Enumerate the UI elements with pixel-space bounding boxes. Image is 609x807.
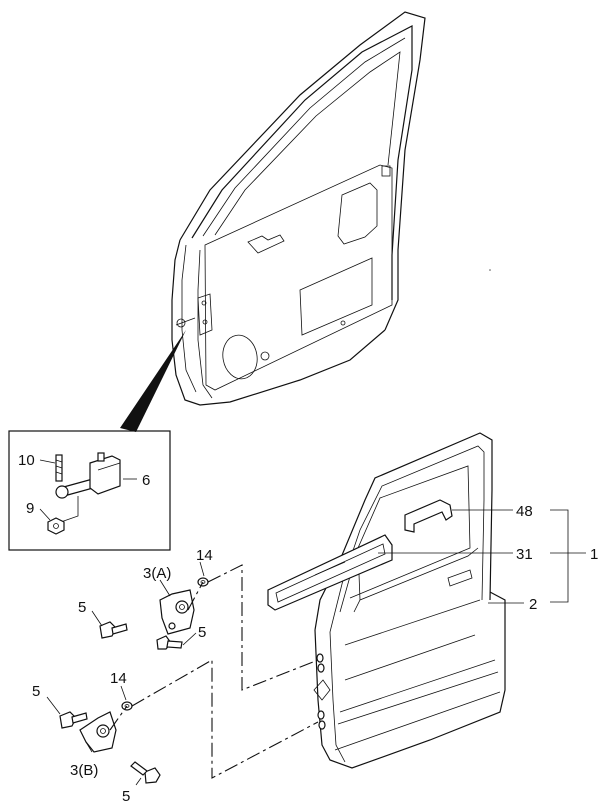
callout-10: 10 <box>18 452 35 469</box>
callouts: 48 31 1 2 3(A) 14 5 5 14 5 3(B) 5 <box>32 503 598 805</box>
callout-9: 9 <box>26 500 34 517</box>
callout-31: 31 <box>516 546 533 563</box>
callout-6: 6 <box>142 472 150 489</box>
callout-14-lower: 14 <box>110 670 127 687</box>
callout-5-bottom: 5 <box>122 788 130 805</box>
callout-5-upper-left: 5 <box>78 599 86 616</box>
callout-14-upper: 14 <box>196 547 213 564</box>
callout-3a: 3(A) <box>143 565 171 582</box>
detail-pointer <box>120 330 186 432</box>
callout-5-lower-left: 5 <box>32 683 40 700</box>
alignment-lines <box>109 564 319 779</box>
callout-48: 48 <box>516 503 533 520</box>
leader-lines <box>46 509 586 786</box>
upper-door-illustration <box>171 11 426 406</box>
callout-1: 1 <box>590 546 598 563</box>
callout-5-upper-right: 5 <box>198 624 206 641</box>
callout-2: 2 <box>529 596 537 613</box>
lower-door-illustration <box>267 432 506 769</box>
hinge-parts <box>59 577 209 784</box>
check-strap-detail-box: 10 6 9 <box>8 430 171 551</box>
speck <box>489 269 491 271</box>
callout-3b: 3(B) <box>70 762 98 779</box>
